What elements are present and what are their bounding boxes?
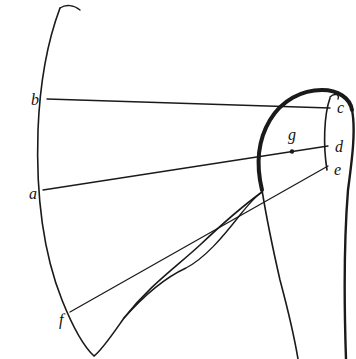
point-letter: f — [58, 312, 64, 328]
line-ad — [43, 146, 328, 190]
point-letter: b — [30, 92, 40, 108]
point-letter: d — [334, 139, 344, 155]
point-letter: c — [336, 100, 345, 116]
scapula-top — [60, 6, 80, 10]
point-letter: g — [287, 127, 297, 143]
glenoid-fossa — [325, 98, 330, 170]
centre-point — [290, 149, 294, 153]
axillary-border — [124, 192, 262, 318]
humeral-head — [259, 90, 352, 190]
line-fe — [70, 166, 328, 312]
point-letter: e — [333, 162, 342, 178]
scapula-outline — [38, 8, 262, 356]
tuberosity-mark — [330, 95, 338, 99]
humerus-inner — [262, 190, 298, 359]
humerus-outer — [345, 110, 354, 359]
point-letter: a — [28, 186, 38, 202]
line-bc — [47, 99, 330, 108]
